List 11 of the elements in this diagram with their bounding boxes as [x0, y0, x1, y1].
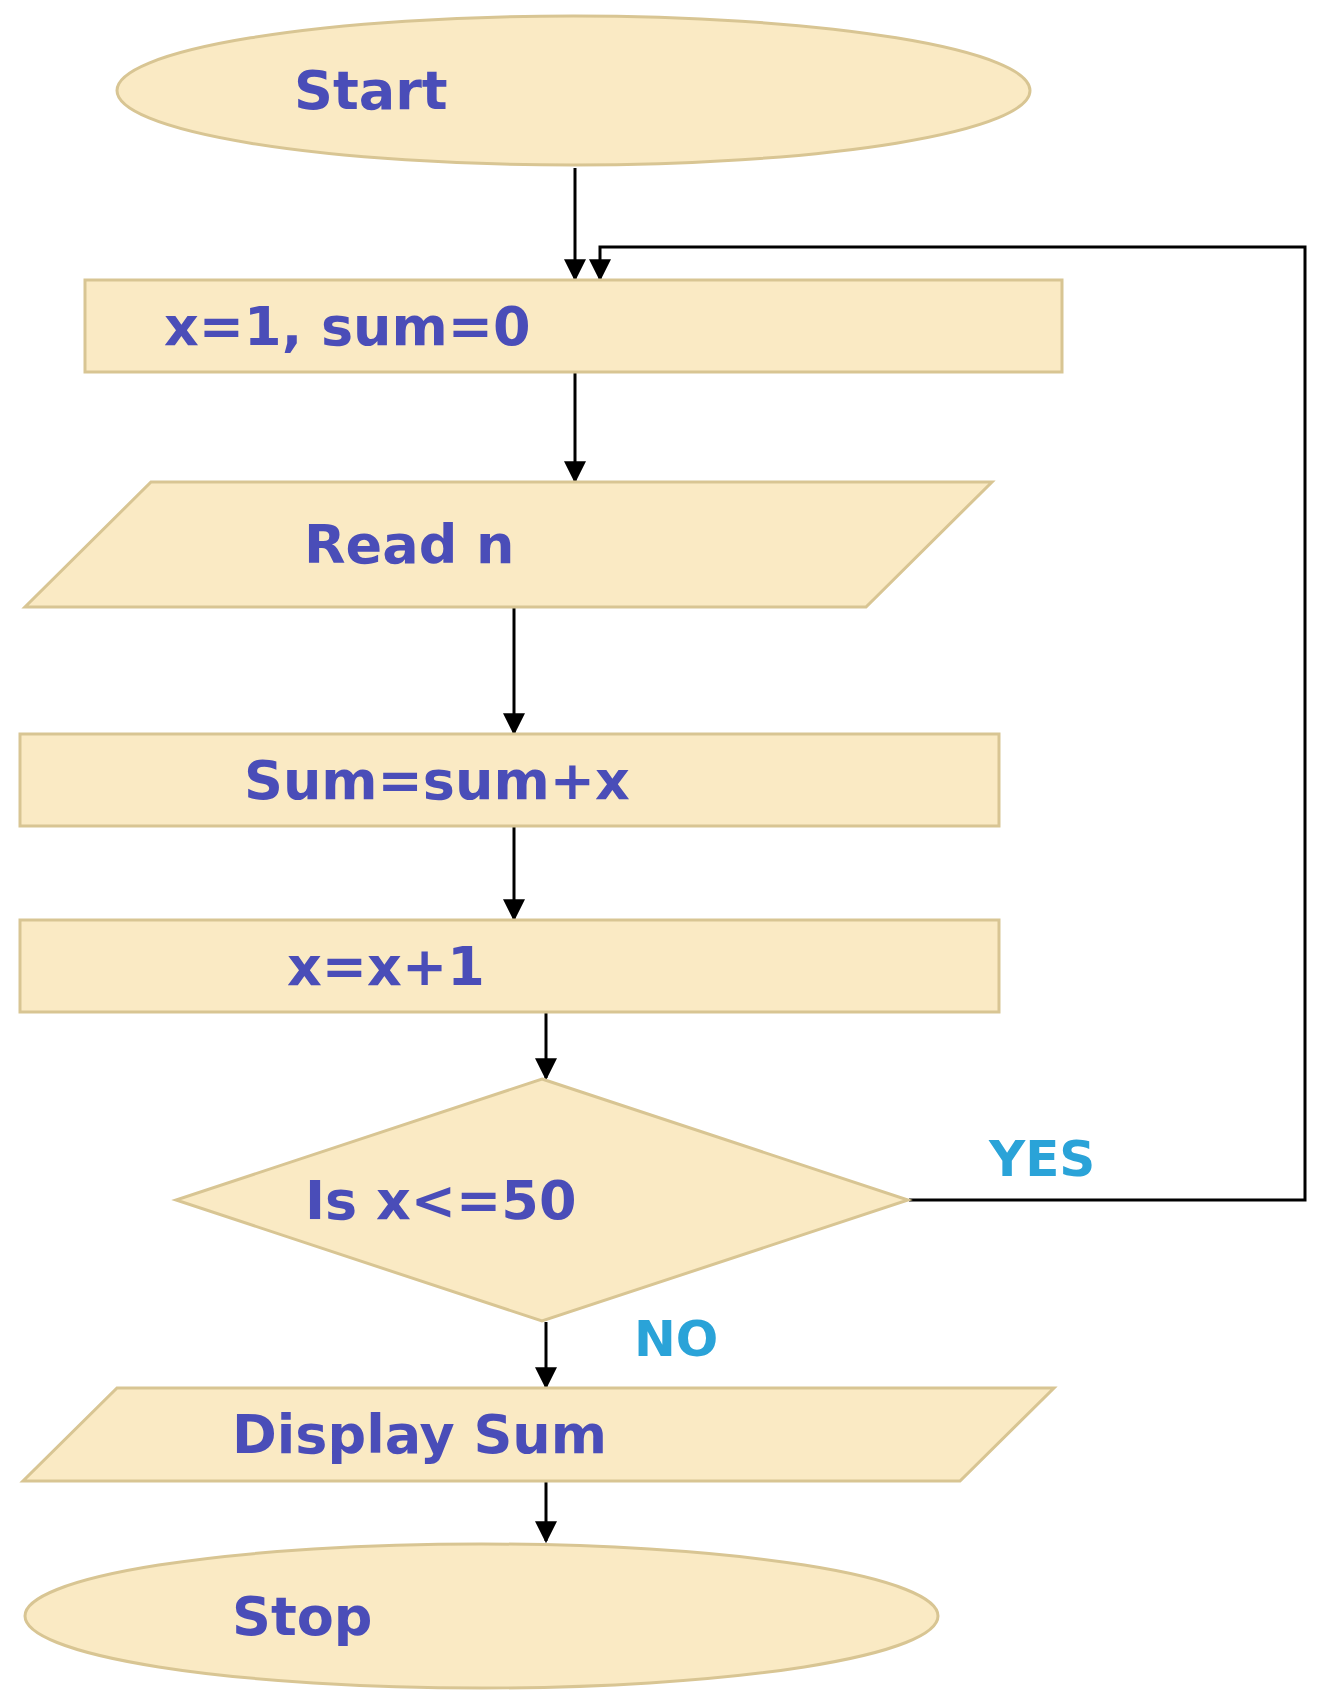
node-label: Start: [293, 59, 448, 122]
arrow: [535, 1013, 557, 1081]
node-label: Display Sum: [231, 1403, 608, 1466]
arrow: [535, 1482, 557, 1544]
arrow: [589, 245, 1307, 1202]
node-label: Sum=sum+x: [243, 748, 630, 812]
node-label: Read n: [303, 513, 515, 576]
node-label: Is x<=50: [304, 1168, 577, 1232]
node-label: x=1, sum=0: [163, 294, 531, 358]
node-label: Stop: [231, 1584, 373, 1648]
node-label: x=x+1: [286, 934, 485, 998]
